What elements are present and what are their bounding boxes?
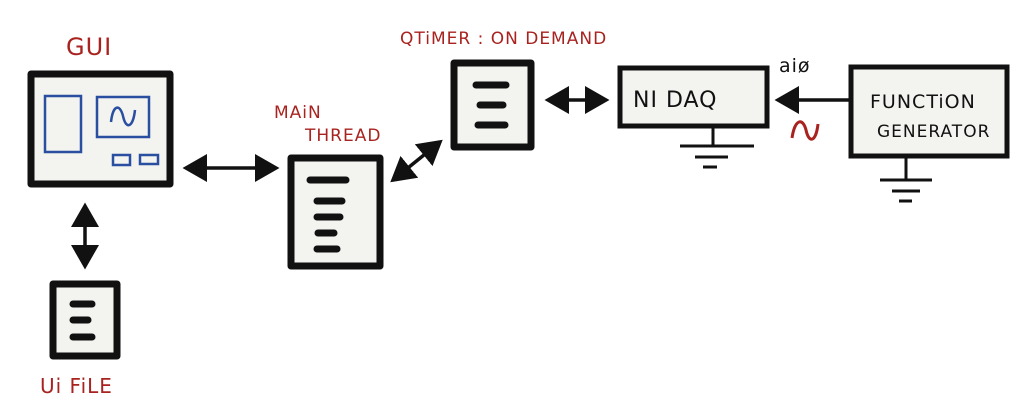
ui-file-label: Ui FiLE xyxy=(40,374,113,398)
gui-window xyxy=(27,70,174,188)
gui-button-widget xyxy=(111,153,132,167)
main-thread-label: THREAD xyxy=(304,126,381,146)
channel-label: aiø xyxy=(779,55,811,77)
ni-daq-device: NI DAQ xyxy=(617,65,770,169)
qtimer-label: QTiMER : ON DEMAND xyxy=(400,29,607,49)
ground-icon xyxy=(880,156,932,203)
gui-plot-widget xyxy=(95,95,151,139)
gui-button-widget xyxy=(138,153,160,166)
function-generator-label: FUNCTiON xyxy=(870,91,976,113)
ui-file-document xyxy=(49,280,121,360)
main-thread-label: MAiN xyxy=(274,103,322,123)
function-generator-device: FUNCTiON GENERATOR xyxy=(848,64,1010,203)
function-generator-label: GENERATOR xyxy=(877,122,990,142)
ni-daq-label: NI DAQ xyxy=(633,88,717,113)
gui-label: GUI xyxy=(66,33,112,61)
qtimer-document xyxy=(450,59,535,151)
main-qtimer-arrow xyxy=(390,139,443,183)
gui-panel-widget xyxy=(43,94,83,154)
main-thread-document xyxy=(287,154,384,270)
sine-wave-icon xyxy=(109,106,137,127)
sine-wave-icon xyxy=(790,120,820,141)
ground-icon xyxy=(680,126,754,169)
